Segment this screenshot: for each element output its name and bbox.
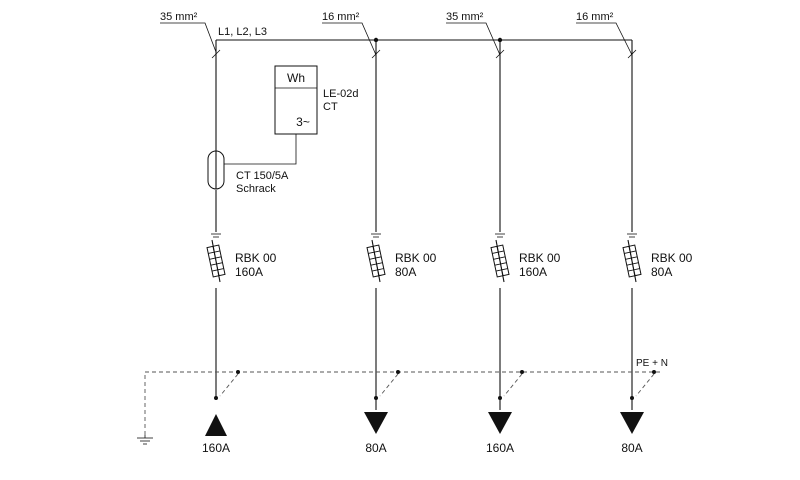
pe-bus-dot — [396, 370, 400, 374]
outgoing-arrow — [620, 412, 644, 434]
pe-junction — [498, 396, 502, 400]
earth-symbol — [137, 435, 153, 445]
pe-junction — [374, 396, 378, 400]
meter-model: LE-02d — [323, 88, 358, 100]
outgoing-4: 80A — [620, 412, 644, 455]
pe-n-label: PE + N — [636, 358, 668, 369]
outgoing-rating: 80A — [621, 441, 642, 455]
pe-tap-4 — [635, 373, 655, 397]
cable-size-text: 16 mm² — [322, 11, 360, 23]
outgoing-3: 160A — [486, 412, 514, 455]
fuse-rating: 80A — [651, 265, 672, 279]
outgoing-arrow — [364, 412, 388, 434]
ct-maker: Schrack — [236, 183, 276, 195]
pe-bus-dot — [652, 370, 656, 374]
pe-bus-dot — [520, 370, 524, 374]
ct-rating: CT 150/5A — [236, 170, 289, 182]
outgoing-rating: 160A — [486, 441, 514, 455]
pe-junction — [214, 396, 218, 400]
pe-bus-dot — [236, 370, 240, 374]
fuse-rating: 160A — [235, 265, 263, 279]
outgoing-rating: 80A — [365, 441, 386, 455]
pe-tap-2 — [379, 373, 399, 397]
wh-symbol: Wh — [287, 71, 305, 85]
pe-tap-1 — [219, 373, 239, 397]
cable-label-1: 35 mm² — [160, 11, 217, 53]
outgoing-arrow — [488, 412, 512, 434]
fuse-rating: 160A — [519, 265, 547, 279]
outgoing-2: 80A — [364, 412, 388, 455]
fuse-type: RBK 00 — [519, 251, 561, 265]
phases-label: L1, L2, L3 — [218, 26, 267, 38]
cable-size-text: 35 mm² — [160, 11, 198, 23]
feeder-1-slash — [211, 49, 221, 59]
cable-label-4: 16 mm² — [576, 11, 633, 56]
pe-junction — [630, 396, 634, 400]
cable-label-3: 35 mm² — [446, 11, 501, 56]
energy-meter: Wh 3~ — [274, 65, 318, 135]
meter-type: CT — [323, 101, 338, 113]
pe-tap-3 — [503, 373, 523, 397]
fuse-type: RBK 00 — [651, 251, 693, 265]
ct-to-meter-wire — [224, 134, 297, 165]
phase-symbol: 3~ — [296, 115, 310, 129]
pe-n-line — [144, 371, 660, 435]
cable-size-text: 35 mm² — [446, 11, 484, 23]
fuse-rating: 80A — [395, 265, 416, 279]
current-transformer-symbol — [207, 150, 225, 190]
fuse-type: RBK 00 — [235, 251, 277, 265]
outgoing-rating: 160A — [202, 441, 230, 455]
fuse-type: RBK 00 — [395, 251, 437, 265]
cable-size-text: 16 mm² — [576, 11, 614, 23]
incoming-arrow — [205, 414, 227, 436]
outgoing-1: 160A — [202, 414, 230, 455]
cable-label-2: 16 mm² — [322, 11, 377, 56]
